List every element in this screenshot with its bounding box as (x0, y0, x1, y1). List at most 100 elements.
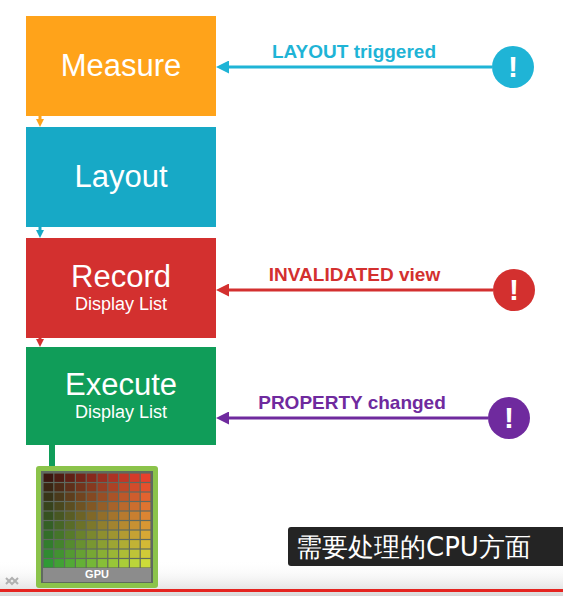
chip-cell (130, 493, 140, 501)
chip-cell (98, 474, 108, 482)
box-title: Record (71, 260, 171, 294)
chip-cell (54, 512, 64, 520)
alert-mark: ! (509, 275, 519, 305)
chip-cell (119, 474, 129, 482)
gpu-chip-art (36, 466, 158, 588)
box-subtitle: Display List (75, 294, 167, 316)
chip-cell (130, 559, 140, 567)
chip-cell (98, 550, 108, 558)
flow-arrow (49, 445, 55, 466)
chip-cell (98, 483, 108, 491)
chip-cell (44, 502, 54, 510)
subtitle-text: 需要处理的CPU方面 (296, 532, 531, 562)
flow-arrow (224, 289, 493, 292)
chip-cell (108, 550, 118, 558)
chip-cell (87, 550, 97, 558)
chip-cell (54, 559, 64, 567)
chip-cells (44, 474, 151, 568)
chip-cell (87, 540, 97, 548)
chip-cell (54, 502, 64, 510)
chip-cell (119, 521, 129, 529)
chip-cell (76, 531, 86, 539)
chip-cell (44, 474, 54, 482)
alert-mark: ! (508, 52, 518, 82)
chip-cell (141, 493, 151, 501)
chip-cell (54, 550, 64, 558)
chip-core (41, 471, 153, 583)
chip-cell (130, 502, 140, 510)
chip-cell (119, 550, 129, 558)
chip-cell (130, 550, 140, 558)
box-title: Measure (61, 49, 182, 83)
chip-cell (98, 531, 108, 539)
chip-cell (141, 559, 151, 567)
chip-cell (108, 559, 118, 567)
chip-cell (44, 512, 54, 520)
flow-arrow (39, 116, 42, 122)
chip-cell (44, 521, 54, 529)
chip-cell (87, 474, 97, 482)
flow-arrow (224, 66, 492, 69)
chip-cell (119, 540, 129, 548)
chip-cell (76, 559, 86, 567)
chip-cell (65, 474, 75, 482)
chip-cell (108, 493, 118, 501)
chip-cell (119, 483, 129, 491)
chip-cell (119, 512, 129, 520)
box-title: Execute (65, 368, 177, 402)
box-title: Layout (74, 160, 167, 194)
flow-arrow (39, 227, 42, 233)
edge-label: INVALIDATED view (267, 264, 442, 286)
chip-cell (130, 521, 140, 529)
chip-cell (141, 474, 151, 482)
chip-cell (65, 550, 75, 558)
video-subtitle: 需要处理的CPU方面 (288, 527, 563, 566)
chip-cell (87, 493, 97, 501)
alert-circle: ! (493, 269, 535, 311)
process-box: Measure (26, 16, 216, 116)
chip-cell (44, 493, 54, 501)
chip-cell (108, 512, 118, 520)
chip-cell (65, 540, 75, 548)
chip-cell (76, 502, 86, 510)
progress-bar (0, 589, 563, 592)
chip-cell (65, 483, 75, 491)
chip-cell (98, 502, 108, 510)
player-icon (6, 578, 18, 584)
chip-cell (130, 512, 140, 520)
chip-cell (76, 483, 86, 491)
chip-cell (130, 474, 140, 482)
chip-cell (98, 493, 108, 501)
chip-cell (141, 550, 151, 558)
process-box: Layout (26, 127, 216, 227)
chip-cell (65, 502, 75, 510)
chip-cell (108, 521, 118, 529)
chip-cell (141, 483, 151, 491)
chip-cell (76, 474, 86, 482)
chip-cell (44, 559, 54, 567)
chip-cell (65, 531, 75, 539)
edge-label: LAYOUT triggered (270, 41, 438, 63)
chip-cell (87, 502, 97, 510)
alert-circle: ! (488, 397, 530, 439)
chip-frame (36, 466, 158, 588)
chip-cell (87, 512, 97, 520)
chip-cell (108, 540, 118, 548)
chip-cell (54, 493, 64, 501)
chip-cell (76, 512, 86, 520)
box-subtitle: Display List (75, 402, 167, 424)
chip-cell (141, 512, 151, 520)
chip-cell (44, 483, 54, 491)
chip-cell (119, 502, 129, 510)
chip-cell (141, 502, 151, 510)
chip-cell (130, 483, 140, 491)
chip-cell (87, 521, 97, 529)
chip-cell (54, 521, 64, 529)
chip-cell (65, 512, 75, 520)
chip-cell (44, 550, 54, 558)
chip-label: GPU (36, 568, 158, 580)
chip-cell (108, 502, 118, 510)
chip-cell (87, 559, 97, 567)
alert-circle: ! (492, 46, 534, 88)
chip-cell (44, 531, 54, 539)
